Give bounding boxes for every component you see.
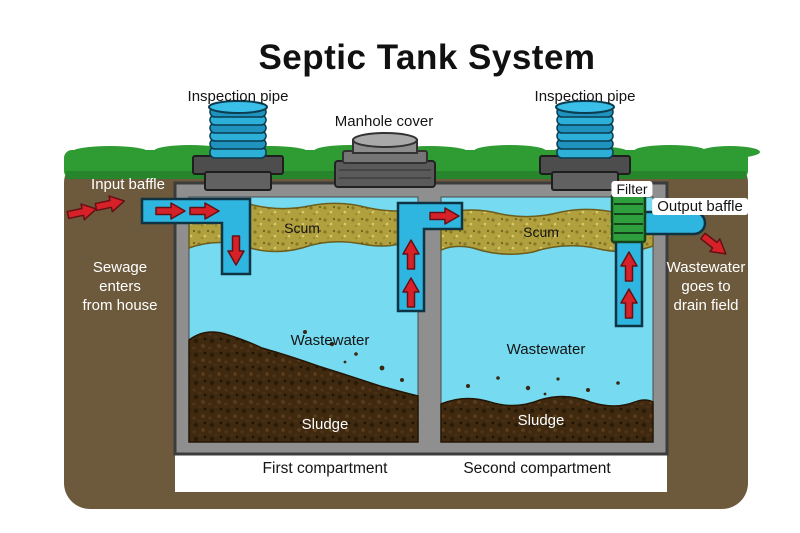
label-input-baffle: Input baffle xyxy=(91,176,165,193)
label-sludge-1: Sludge xyxy=(301,416,349,433)
label-inspection-pipe-left: Inspection pipe xyxy=(187,88,289,105)
sludge-layers xyxy=(188,330,654,443)
label-wastewater-2: Wastewater xyxy=(506,341,586,358)
label-scum-2: Scum xyxy=(523,224,559,240)
scum-layer-2 xyxy=(440,208,654,255)
inspection-pipe-right xyxy=(539,100,631,191)
label-filter: Filter xyxy=(611,181,653,197)
page-title: Septic Tank System xyxy=(258,38,596,77)
note-sewage-line3: from house xyxy=(82,297,158,314)
sludge-layer-2 xyxy=(440,395,654,443)
note-sewage-line2: enters xyxy=(99,278,141,295)
label-output-baffle: Output baffle xyxy=(652,198,748,215)
note-drain-line1: Wastewater xyxy=(666,259,746,276)
input-baffle-pipe xyxy=(140,197,252,276)
note-sewage: Sewage enters from house xyxy=(82,258,157,315)
sludge-particles xyxy=(303,330,620,396)
inspection-pipe-left xyxy=(192,100,284,191)
label-scum-1: Scum xyxy=(284,220,320,236)
manhole-cover xyxy=(334,132,436,188)
effluent-filter xyxy=(610,192,647,244)
note-drain-line3: drain field xyxy=(673,297,739,314)
under-tank-cavity xyxy=(175,454,667,492)
label-wastewater-1: Wastewater xyxy=(290,332,370,349)
note-sewage-line1: Sewage xyxy=(92,259,148,276)
label-inspection-pipe-right: Inspection pipe xyxy=(534,88,636,105)
note-drain-line2: goes to xyxy=(681,278,731,295)
caption-second-compartment: Second compartment xyxy=(463,460,611,477)
caption-first-compartment: First compartment xyxy=(262,460,388,477)
sludge-layer-1 xyxy=(188,331,419,443)
label-sludge-2: Sludge xyxy=(517,412,565,429)
label-manhole-cover: Manhole cover xyxy=(334,113,434,130)
note-drain-field: Wastewater goes to drain field xyxy=(667,258,746,315)
